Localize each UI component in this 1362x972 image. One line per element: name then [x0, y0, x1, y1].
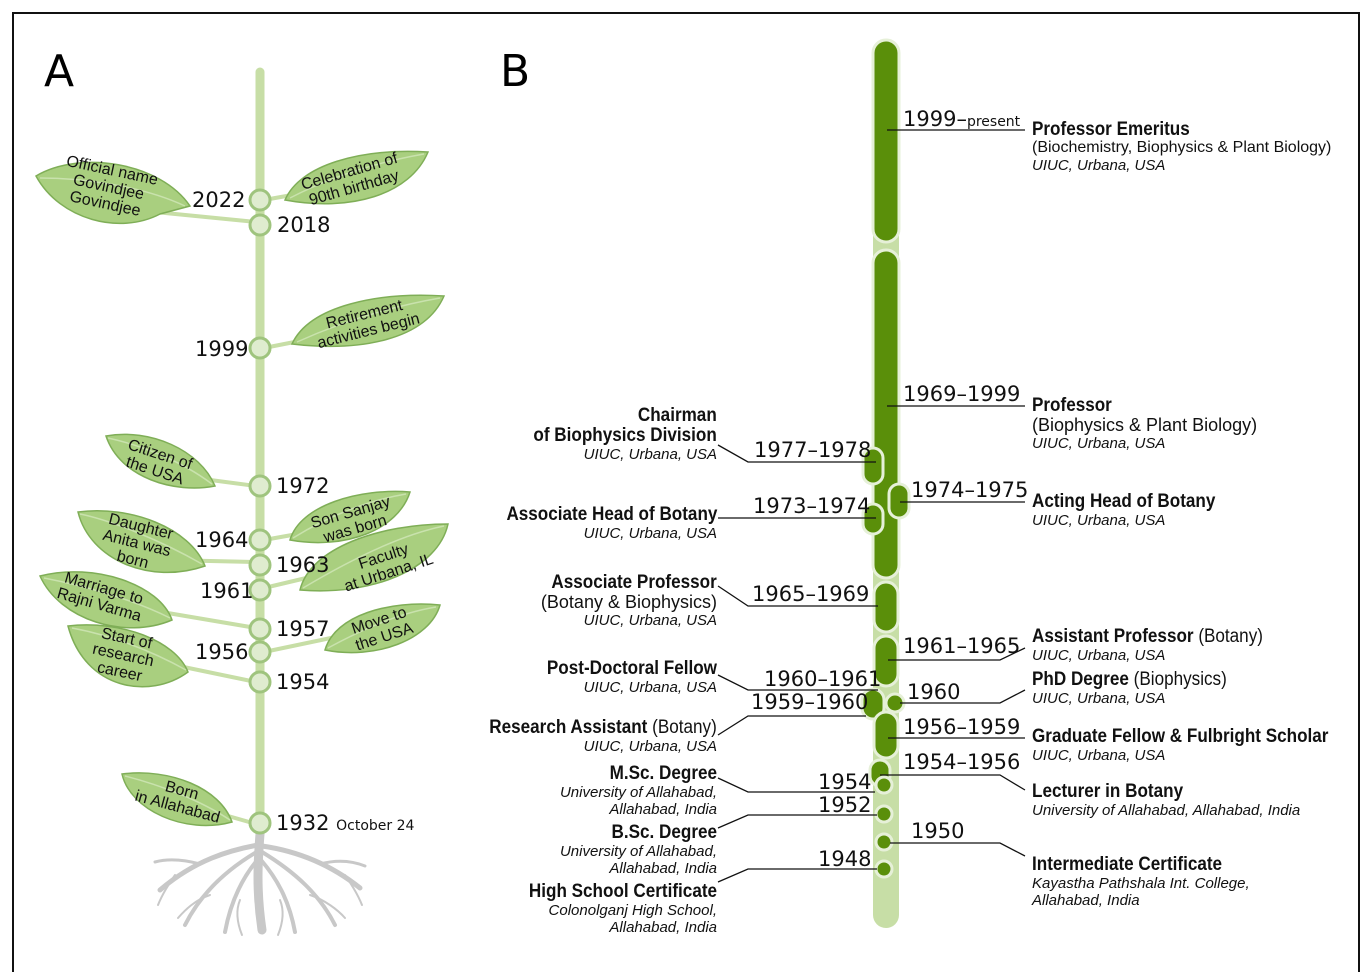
- year-1954: 1954: [276, 670, 330, 694]
- role-professor-emeritus: Professor Emeritus (Biochemistry, Biophy…: [1032, 119, 1332, 174]
- leaf-daughter: [77, 510, 206, 574]
- period-1956-1959: 1956–1959: [903, 715, 1021, 739]
- role-research-assistant: Research Assistant (Botany) UIUC, Urbana…: [489, 717, 717, 755]
- period-1950: 1950: [911, 819, 965, 843]
- role-high-school: High School Certificate Colonolganj High…: [528, 881, 717, 937]
- periods-b: [860, 38, 911, 788]
- leaf-citizen: [105, 433, 217, 489]
- year-1999: 1999: [195, 337, 249, 361]
- period-1948: 1948: [818, 847, 872, 871]
- year-1961: 1961: [200, 579, 254, 603]
- leaf-research: [67, 624, 189, 688]
- role-lecturer: Lecturer in Botany University of Allahab…: [1032, 781, 1301, 819]
- period-1960-1961: 1960–1961: [764, 667, 882, 691]
- period-1974-1975: 1974–1975: [911, 478, 1029, 502]
- period-1965-1969: 1965–1969: [752, 582, 870, 606]
- leaf-faculty: [299, 523, 449, 592]
- period-1959-1960: 1959–1960: [751, 690, 869, 714]
- period-1952: 1952: [818, 793, 872, 817]
- role-bsc: B.Sc. Degree University of Allahabad, Al…: [559, 822, 717, 878]
- period-1960: 1960: [907, 680, 961, 704]
- leaf-official-name: [34, 161, 192, 225]
- year-1963: 1963: [276, 553, 330, 577]
- role-associate-head: Associate Head of Botany UIUC, Urbana, U…: [506, 504, 717, 542]
- leaf-retirement: [290, 294, 446, 348]
- period-1969-1999: 1969–1999: [903, 382, 1021, 406]
- leaf-born: [121, 772, 233, 827]
- role-phd: PhD Degree (Biophysics) UIUC, Urbana, US…: [1032, 669, 1227, 707]
- role-assistant-professor: Assistant Professor (Botany) UIUC, Urban…: [1032, 626, 1263, 664]
- period-1973-1974: 1973–1974: [753, 494, 871, 518]
- leaf-son: [289, 490, 412, 544]
- leaders-b: [717, 129, 1026, 883]
- role-msc: M.Sc. Degree University of Allahabad, Al…: [559, 763, 717, 819]
- role-intermediate: Intermediate Certificate Kayastha Pathsh…: [1032, 854, 1250, 910]
- period-1977-1978: 1977–1978: [754, 438, 872, 462]
- role-associate-professor: Associate Professor (Botany & Biophysics…: [540, 572, 717, 629]
- year-1972: 1972: [276, 474, 330, 498]
- leaf-move: [324, 603, 441, 654]
- year-2018: 2018: [277, 213, 331, 237]
- role-postdoc: Post-Doctoral Fellow UIUC, Urbana, USA: [546, 658, 717, 696]
- role-graduate-fellow: Graduate Fellow & Fulbright Scholar UIUC…: [1032, 726, 1329, 764]
- figure-frame: [12, 12, 1360, 972]
- year-2022: 2022: [192, 188, 246, 212]
- leaf-marriage: [38, 571, 173, 629]
- panel-label-b: B: [500, 46, 531, 97]
- year-1957: 1957: [276, 617, 330, 641]
- panel-label-a: A: [44, 46, 75, 97]
- year-1964: 1964: [195, 528, 249, 552]
- period-1961-1965: 1961–1965: [903, 634, 1021, 658]
- nodes-a: [248, 188, 272, 835]
- role-acting-head: Acting Head of Botany UIUC, Urbana, USA: [1032, 491, 1216, 529]
- role-professor: Professor (Biophysics & Plant Biology) U…: [1032, 395, 1258, 452]
- period-1954-1956: 1954–1956: [903, 750, 1021, 774]
- period-1999-present: 1999–present: [903, 107, 1021, 131]
- roots: [153, 829, 367, 936]
- leaf-celebration: [283, 150, 430, 205]
- period-1954: 1954: [818, 770, 872, 794]
- leaves-a: [34, 150, 449, 827]
- role-chairman: Chairman of Biophysics Division UIUC, Ur…: [533, 405, 717, 463]
- year-1932: 1932 October 24: [276, 811, 415, 835]
- year-1956: 1956: [195, 640, 249, 664]
